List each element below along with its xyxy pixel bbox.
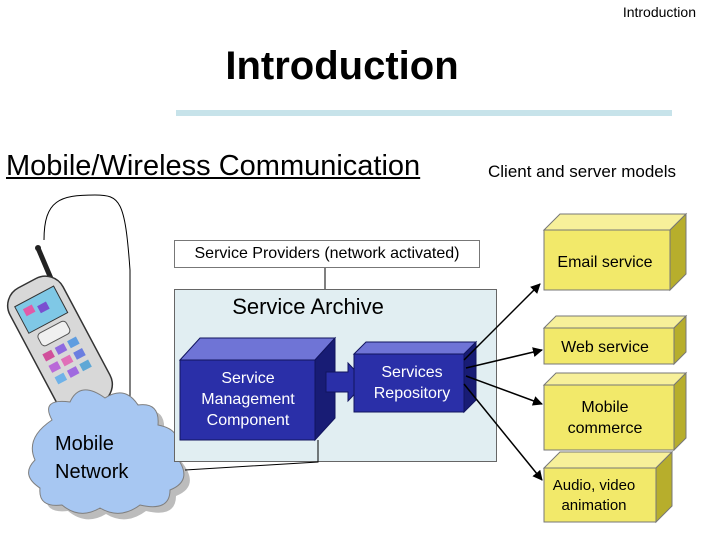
mobile-phone-icon: [6, 245, 114, 415]
audio-video-line: animation: [561, 497, 627, 514]
mobile-commerce-box: [542, 371, 688, 452]
web-service-box: [542, 314, 688, 366]
mobile-network-label: Mobile Network: [55, 430, 128, 486]
services-repository-line: Services: [381, 364, 443, 381]
service-management-line: Service: [221, 370, 275, 387]
web-service-label: Web service: [561, 339, 649, 356]
mobile-commerce-line: Mobile: [581, 399, 629, 416]
service-archive-label: Service Archive: [232, 294, 384, 319]
mobile-wireless-heading: Mobile/Wireless Communication: [6, 150, 421, 182]
services-repository-line: Repository: [373, 385, 451, 402]
audio-video-line: Audio, video: [552, 477, 636, 494]
services-repository-label: Services Repository: [358, 362, 466, 404]
mobile-network-cloud: [28, 389, 190, 520]
title-underline-rule: [176, 110, 672, 116]
arrow-to-mobile-commerce: [465, 375, 543, 406]
mobile-commerce-label: Mobile commerce: [544, 397, 666, 439]
arrow-to-audio-video: [463, 383, 543, 481]
network-connector: [184, 440, 319, 471]
client-server-heading: Client and server models: [488, 162, 677, 181]
service-management-line: Management: [201, 391, 295, 408]
email-service-label: Email service: [557, 254, 653, 271]
service-providers-box: Service Providers (network activated): [174, 240, 480, 268]
service-management-line: Component: [206, 412, 290, 429]
mobile-commerce-line: commerce: [567, 420, 643, 437]
mobile-network-line: Network: [55, 461, 129, 483]
service-management-label: Service Management Component: [184, 368, 312, 431]
audio-video-label: Audio, video animation: [544, 476, 644, 516]
services-repository-cube: [352, 340, 478, 414]
corner-section-label: Introduction: [622, 4, 696, 20]
arrow-to-email: [463, 283, 541, 361]
email-service-box: [542, 212, 688, 292]
service-providers-label: Service Providers (network activated): [194, 245, 460, 262]
audio-video-box: [542, 450, 674, 524]
mobile-network-line: Mobile: [55, 433, 114, 455]
arrow-to-web: [465, 347, 543, 369]
phone-wire: [43, 194, 131, 430]
page-title: Introduction: [225, 44, 459, 88]
service-management-cube: [178, 336, 337, 442]
